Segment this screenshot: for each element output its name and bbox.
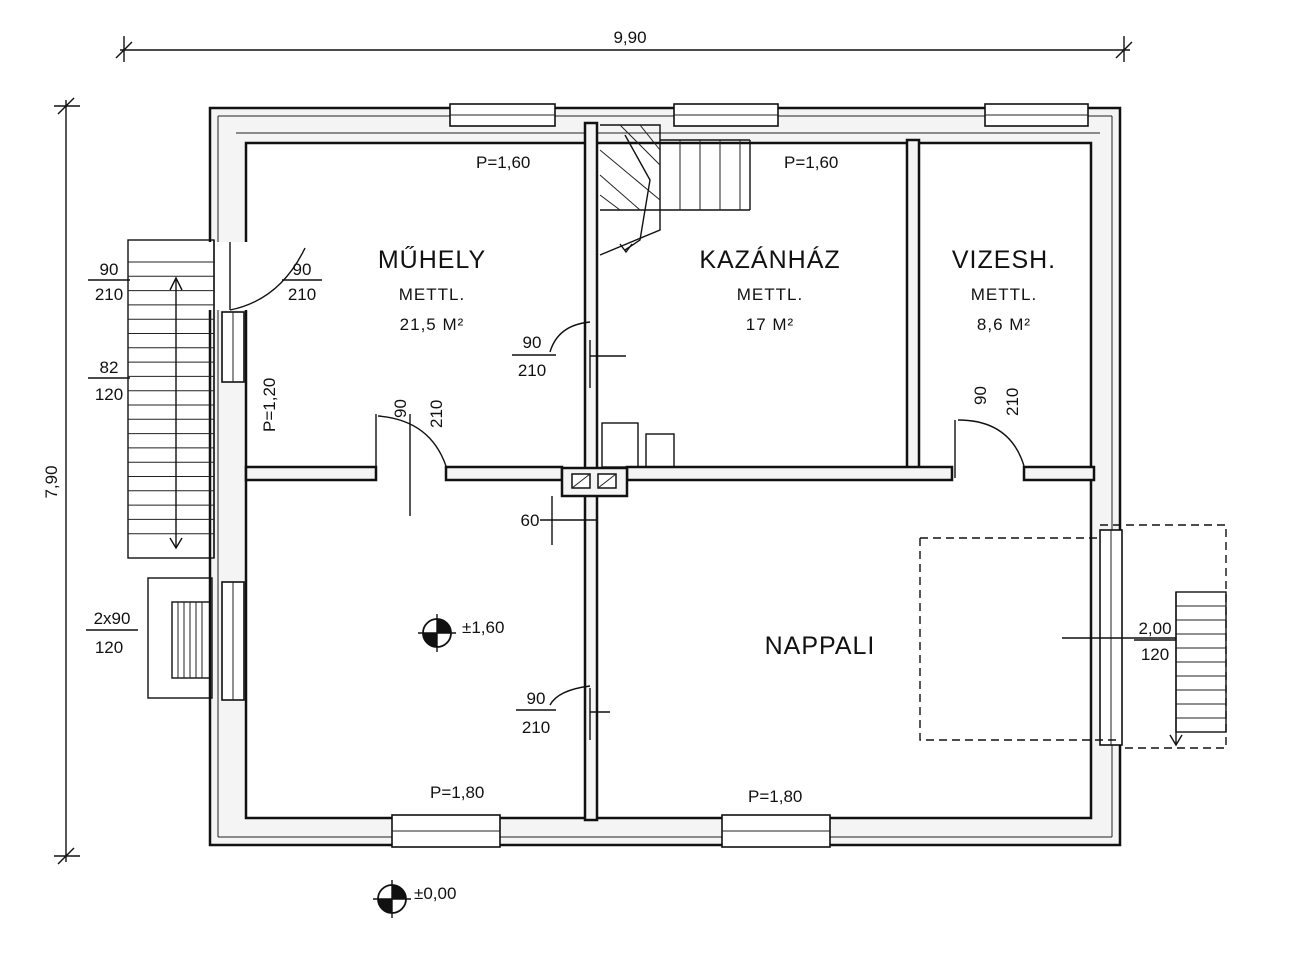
step-left-low: [147, 577, 213, 699]
opening-height: 210: [522, 718, 550, 737]
room-name: MŰHELY: [378, 245, 486, 274]
dimension-width-label: 9,90: [613, 28, 646, 47]
opening-right-door: 2,00 120: [1134, 619, 1176, 664]
opening-ext-left-top: 90 210: [88, 260, 130, 304]
interior-stair: [599, 124, 751, 256]
door-swings: [375, 321, 1025, 740]
opening-kazan-door: 90 210: [512, 333, 556, 380]
opening-width: 90: [100, 260, 119, 279]
room-name: NAPPALI: [765, 632, 876, 660]
room-muhely: MŰHELY METTL. 21,5 M²: [378, 245, 486, 334]
level-outer-label: ±0,00: [414, 884, 456, 903]
window-label-top-middle: P=1,60: [784, 153, 838, 172]
opening-width: 90: [293, 260, 312, 279]
room-kazanhaz: KAZÁNHÁZ METTL. 17 M²: [699, 245, 840, 334]
opening-height: 120: [95, 638, 123, 657]
opening-width: 90: [391, 399, 410, 418]
dimension-height: 7,90: [42, 97, 80, 865]
opening-lower-door: 90 210: [516, 689, 556, 737]
terrace-right: [919, 524, 1227, 749]
room-area: 21,5 M²: [400, 315, 465, 334]
dimension-width: 9,90: [115, 28, 1133, 62]
room-floor: METTL.: [971, 285, 1037, 304]
opening-vizesh-door: 90 210: [971, 386, 1022, 416]
opening-height: 210: [518, 361, 546, 380]
opening-width: 90: [971, 386, 990, 405]
room-floor: METTL.: [399, 285, 465, 304]
window-label-bottom-left: P=1,80: [430, 783, 484, 802]
opening-width: 82: [100, 358, 119, 377]
level-marker-inner: ±1,60: [418, 614, 504, 652]
opening-width: 90: [523, 333, 542, 352]
opening-left-low: 2x90 120: [86, 609, 138, 657]
stair-left: [127, 239, 215, 559]
window-label-bottom-right: P=1,80: [748, 787, 802, 806]
window-label-top-left: P=1,60: [476, 153, 530, 172]
opening-muhely-door: 90 210: [391, 399, 446, 428]
boiler-units: [601, 422, 675, 468]
opening-muhely-left: 90 210: [282, 260, 322, 304]
room-vizesh: VIZESH. METTL. 8,6 M²: [952, 246, 1056, 334]
room-area: 17 M²: [746, 315, 794, 334]
room-floor: METTL.: [737, 285, 803, 304]
room-name: VIZESH.: [952, 246, 1056, 274]
room-nappali: NAPPALI: [765, 632, 876, 660]
outer-walls: [208, 106, 1122, 847]
opening-height: 120: [95, 385, 123, 404]
room-area: 8,6 M²: [977, 315, 1031, 334]
dimension-height-label: 7,90: [42, 465, 61, 498]
chimney-dimension: 60: [521, 511, 540, 530]
opening-height: 210: [427, 400, 446, 428]
opening-width: 2,00: [1138, 619, 1171, 638]
interior-walls: [244, 121, 1096, 822]
room-name: KAZÁNHÁZ: [699, 245, 840, 274]
level-marker-outer: ±0,00: [373, 880, 456, 918]
opening-height: 210: [288, 285, 316, 304]
opening-height: 210: [1003, 388, 1022, 416]
opening-width: 2x90: [94, 609, 131, 628]
opening-height: 210: [95, 285, 123, 304]
window-label-left-side: P=1,20: [260, 378, 279, 432]
opening-stair-window: 82 120: [88, 358, 130, 404]
opening-height: 120: [1141, 645, 1169, 664]
opening-width: 90: [527, 689, 546, 708]
level-inner-label: ±1,60: [462, 618, 504, 637]
